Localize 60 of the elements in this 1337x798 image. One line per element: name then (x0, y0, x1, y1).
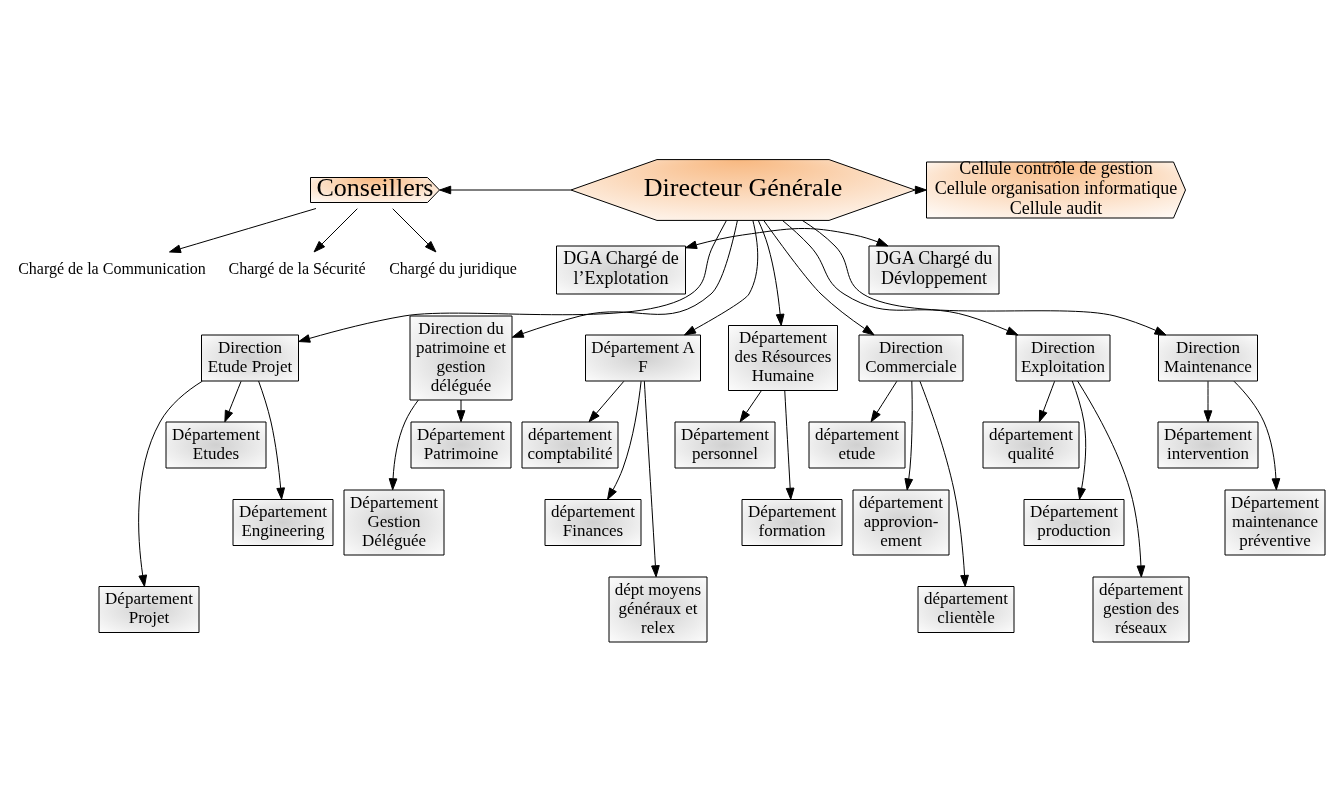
node-box: département gestion des réseaux (1092, 576, 1190, 643)
node-box: Direction Exploitation (1015, 334, 1111, 382)
node-box: Département Etudes (165, 421, 267, 469)
arrow (801, 219, 1167, 336)
node-box: département approvion- ement (852, 489, 950, 556)
arrow (739, 390, 762, 423)
arrow (456, 399, 466, 423)
node-box: Direction Commerciale (858, 334, 964, 382)
node-box: département Finances (544, 499, 642, 546)
arrow (439, 185, 572, 195)
node-box: DGA Chargé du Dévloppement (868, 245, 1000, 295)
node-box: Département Gestion Déléguée (343, 489, 445, 556)
arrow (870, 380, 898, 423)
arrow (685, 228, 889, 250)
arrow (298, 220, 727, 343)
node-text: Chargé du juridique (389, 259, 517, 277)
arrow (763, 219, 875, 336)
arrow (1038, 380, 1056, 423)
node-box: Département Engineering (232, 499, 334, 546)
arrow (313, 208, 358, 253)
arrow (1071, 380, 1087, 500)
node-box: Département Projet (98, 586, 200, 633)
node-box: Département intervention (1157, 421, 1259, 469)
node-box: Département formation (741, 499, 843, 546)
node-box: Département personnel (674, 421, 776, 469)
arrow (904, 380, 914, 491)
node-box: Département des Résources Humaine (728, 325, 838, 391)
node-text: Chargé de la Sécurité (228, 259, 366, 277)
node-box: Département production (1023, 499, 1125, 546)
arrow (1233, 380, 1281, 491)
arrow (643, 380, 660, 578)
node-box: DGA Chargé de l’Explotation (556, 245, 686, 295)
node-box: dépt moyens généraux et relex (608, 576, 708, 643)
arrow (684, 220, 759, 336)
arrow (919, 380, 969, 587)
node-box: Département maintenance préventive (1224, 489, 1326, 556)
arrow (784, 390, 795, 500)
arrow (388, 399, 419, 491)
arrow (224, 380, 242, 423)
node-box: Direction Maintenance (1158, 334, 1258, 382)
arrow (138, 380, 203, 587)
arrow (511, 219, 738, 338)
node-box: Département A F (585, 334, 701, 382)
node-text: Chargé de la Communication (18, 259, 206, 277)
arrow (392, 208, 437, 253)
arrow (588, 380, 625, 423)
node-box: département qualité (982, 421, 1080, 469)
node-box: département clientèle (917, 586, 1015, 633)
arrow (258, 380, 285, 500)
node-box: Direction Etude Projet (201, 334, 299, 382)
arrow (1077, 380, 1146, 578)
arrow (782, 219, 1019, 336)
arrow (607, 380, 642, 500)
arrow (1203, 380, 1213, 423)
node-box: département etude (808, 421, 906, 469)
node-box: département comptabilité (521, 421, 619, 469)
node-box: Direction du patrimoine et gestion déléguée (409, 315, 513, 401)
arrow (168, 208, 317, 253)
node-box: Département Patrimoine (410, 421, 512, 469)
arrow (757, 219, 785, 326)
